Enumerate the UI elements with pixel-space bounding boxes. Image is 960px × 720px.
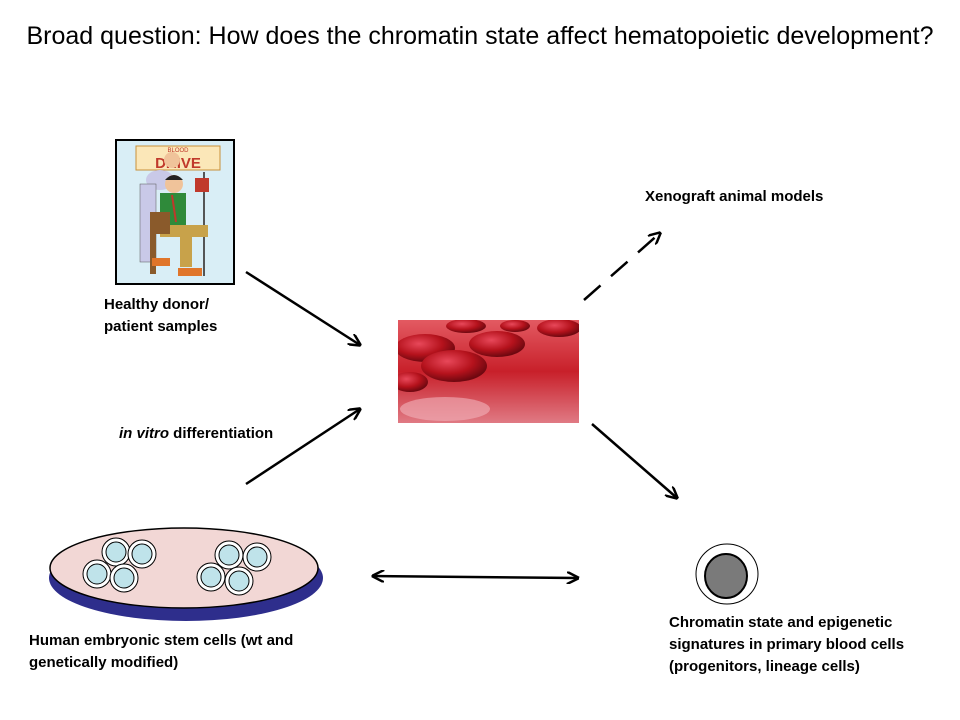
chromatin-label: Chromatin state and epigenetic signature…: [669, 612, 904, 678]
stem-cell-dish: [49, 527, 323, 621]
donor-label-line2: patient samples: [104, 318, 218, 335]
primary-blood-cell-icon: [695, 543, 759, 605]
chromatin-label-line3: (progenitors, lineage cells): [669, 658, 860, 675]
donor-label: Healthy donor/ patient samples: [104, 294, 217, 338]
hesc-label-line1: Human embryonic stem cells (wt and: [29, 632, 294, 649]
poster-small-text: BLOOD: [167, 148, 189, 154]
cell-colony-right: [196, 540, 272, 596]
hesc-label-line2: genetically modified): [29, 654, 179, 671]
red-blood-cells-image: [398, 320, 579, 423]
cell-colony-left: [82, 537, 157, 593]
chromatin-label-line2: signatures in primary blood cells: [669, 636, 905, 653]
donor-label-line1: Healthy donor/: [104, 296, 210, 313]
arrow-blood-to-chromatin: [591, 423, 677, 498]
invitro-label: in vitro differentiation: [119, 423, 273, 445]
xenograft-label: Xenograft animal models: [645, 188, 824, 205]
invitro-italic: in vitro: [119, 425, 170, 442]
chromatin-label-line1: Chromatin state and epigenetic: [669, 614, 893, 631]
arrow-invitro-to-blood: [245, 409, 360, 486]
page-title: Broad question: How does the chromatin s…: [26, 22, 934, 50]
blood-donor-image: BLOOD DRIVE: [115, 139, 235, 285]
invitro-rest: differentiation: [169, 425, 274, 442]
arrow-blood-to-xenograft: [583, 233, 660, 301]
arrow-donor-to-blood: [245, 270, 360, 345]
hesc-label: Human embryonic stem cells (wt and genet…: [29, 630, 293, 674]
arrow-hesc-chromatin-bidirectional: [373, 576, 578, 578]
